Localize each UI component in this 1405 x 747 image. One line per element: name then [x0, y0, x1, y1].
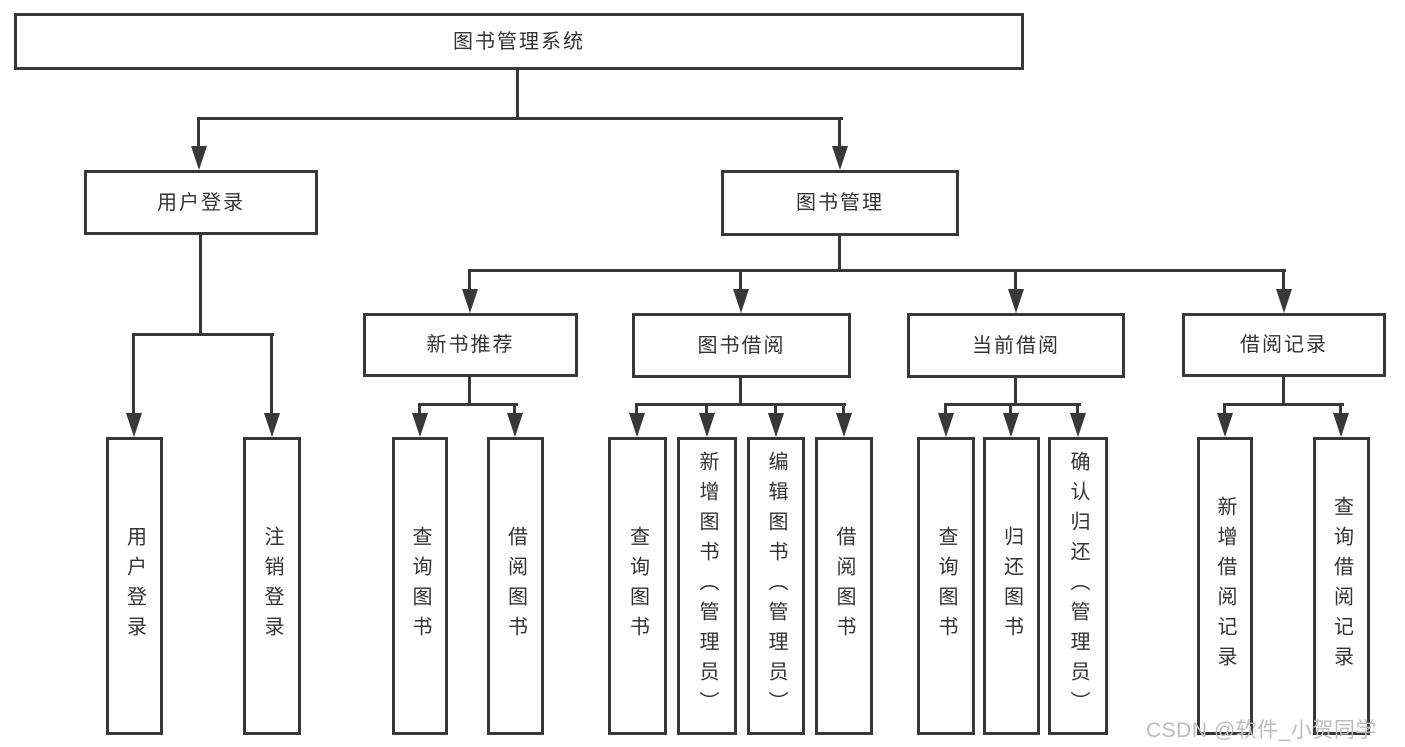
leaf-label: 归还图书	[1000, 526, 1023, 646]
arrow-down-icon	[938, 413, 954, 437]
arrow-down-icon	[1070, 413, 1086, 437]
connector-line	[468, 269, 1286, 272]
leaf-query-books: 查询图书	[392, 437, 448, 735]
connector-line	[1014, 378, 1017, 405]
connector-line	[635, 403, 846, 406]
node-label: 当前借阅	[972, 334, 1060, 357]
connector-line	[944, 406, 947, 415]
leaf-add-borrow-record: 新增借阅记录	[1197, 437, 1253, 735]
arrow-down-icon	[836, 413, 852, 437]
leaf-query-books: 查询图书	[917, 437, 975, 735]
connector-line	[1223, 403, 1344, 406]
leaf-label: 新增借阅记录	[1214, 496, 1236, 676]
arrow-down-icon	[1276, 289, 1292, 313]
arrow-down-icon	[1003, 413, 1019, 437]
connector-line	[1009, 406, 1012, 415]
node-label: 图书管理	[796, 192, 884, 214]
leaf-label: 查询图书	[409, 526, 431, 646]
leaf-label: 借阅图书	[833, 526, 855, 646]
leaf-confirm-return-admin: 确认归还（管理员）	[1048, 437, 1108, 735]
leaf-return-books: 归还图书	[983, 437, 1040, 735]
node-book-borrowing: 图书借阅	[632, 313, 851, 378]
arrow-down-icon	[768, 413, 784, 437]
arrow-down-icon	[629, 413, 645, 437]
arrow-down-icon	[1008, 289, 1024, 313]
arrow-down-icon	[832, 146, 848, 170]
connector-line	[774, 406, 777, 415]
arrow-down-icon	[191, 146, 207, 170]
leaf-label: 注销登录	[261, 526, 283, 646]
connector-line	[197, 117, 843, 120]
connector-line	[513, 406, 516, 415]
leaf-label: 用户登录	[123, 526, 146, 646]
arrow-down-icon	[462, 289, 478, 313]
node-label: 用户登录	[157, 191, 245, 214]
arrow-down-icon	[1333, 413, 1349, 437]
node-book-management: 图书管理	[721, 170, 959, 236]
arrow-down-icon	[699, 413, 715, 437]
node-user-login: 用户登录	[84, 170, 318, 235]
leaf-user-login: 用户登录	[106, 437, 163, 735]
leaf-label: 确认归还（管理员）	[1067, 451, 1089, 721]
connector-line	[132, 333, 274, 336]
connector-line	[1014, 272, 1017, 291]
leaf-label: 编辑图书（管理员）	[765, 451, 787, 721]
connector-line	[468, 377, 471, 405]
node-label: 图书管理系统	[453, 30, 585, 53]
node-label: 图书借阅	[697, 334, 786, 357]
connector-line	[838, 236, 841, 271]
arrow-down-icon	[1217, 413, 1233, 437]
connector-line	[842, 406, 845, 415]
connector-line	[197, 120, 200, 148]
connector-line	[132, 336, 135, 415]
connector-line	[418, 403, 518, 406]
connector-line	[199, 235, 202, 335]
leaf-borrow-books: 借阅图书	[815, 437, 873, 735]
leaf-label: 查询图书	[626, 526, 649, 646]
leaf-logout: 注销登录	[243, 437, 301, 735]
node-new-book-recommend: 新书推荐	[363, 313, 578, 377]
connector-line	[705, 406, 708, 415]
connector-line	[944, 403, 1081, 406]
connector-line	[1282, 377, 1285, 405]
leaf-add-books-admin: 新增图书（管理员）	[677, 437, 737, 735]
leaf-label: 查询借阅记录	[1330, 496, 1353, 676]
connector-line	[270, 336, 273, 415]
connector-line	[516, 70, 519, 118]
node-label: 借阅记录	[1240, 334, 1328, 356]
connector-line	[635, 406, 638, 415]
leaf-label: 查询图书	[935, 526, 957, 646]
leaf-query-borrow-record: 查询借阅记录	[1313, 437, 1370, 735]
connector-line	[1076, 406, 1079, 415]
connector-line	[739, 272, 742, 291]
connector-line	[838, 120, 841, 148]
arrow-down-icon	[507, 413, 523, 437]
leaf-borrow-books: 借阅图书	[487, 437, 544, 735]
node-label: 新书推荐	[426, 334, 515, 356]
arrow-down-icon	[264, 413, 280, 437]
connector-line	[418, 406, 421, 415]
arrow-down-icon	[733, 289, 749, 313]
leaf-label: 新增图书（管理员）	[696, 451, 718, 721]
node-borrowing-records: 借阅记录	[1182, 313, 1386, 377]
connector-line	[468, 272, 471, 291]
connector-line	[1223, 406, 1226, 415]
node-library-system: 图书管理系统	[14, 13, 1024, 70]
arrow-down-icon	[412, 413, 428, 437]
leaf-query-books: 查询图书	[608, 437, 667, 735]
arrow-down-icon	[126, 413, 142, 437]
leaf-edit-books-admin: 编辑图书（管理员）	[747, 437, 805, 735]
connector-line	[1339, 406, 1342, 415]
connector-line	[1282, 272, 1285, 291]
watermark: CSDN @软件_小贺同学	[1146, 719, 1377, 742]
node-current-borrowing: 当前借阅	[907, 313, 1125, 378]
connector-line	[739, 378, 742, 405]
leaf-label: 借阅图书	[504, 526, 527, 646]
